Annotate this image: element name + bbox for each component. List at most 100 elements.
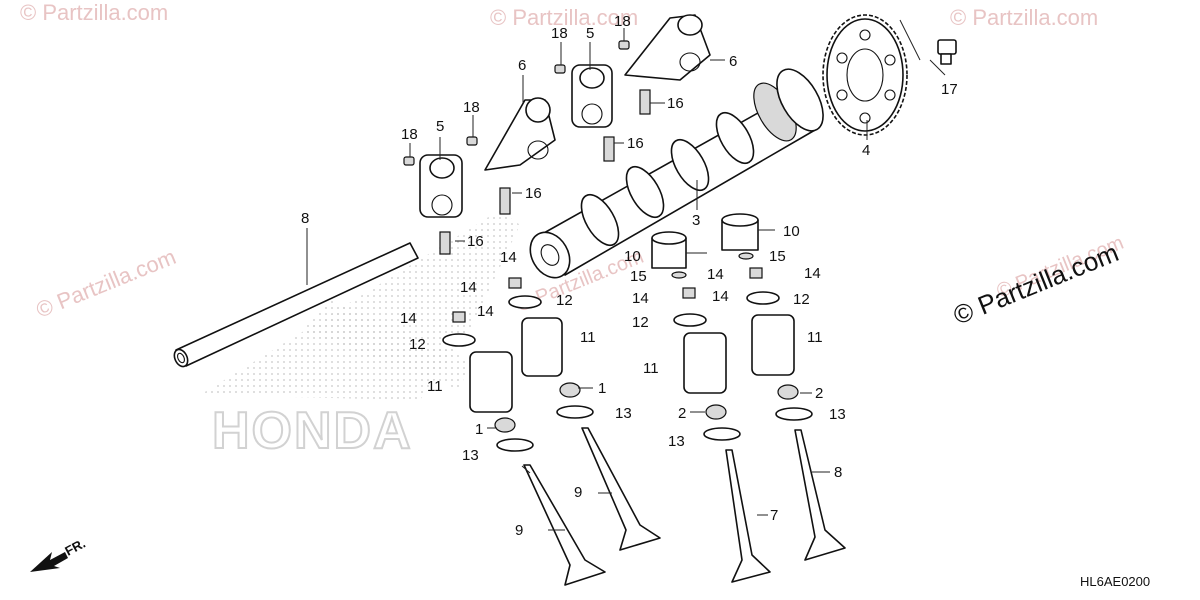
valve-stack-2 xyxy=(508,277,661,551)
camshaft-end-bore xyxy=(540,244,560,266)
cotter-part-14 xyxy=(749,267,763,279)
callout-11: 11 xyxy=(427,378,443,395)
rocker-arm-part-5-right xyxy=(571,64,613,128)
stem-seal-part-2 xyxy=(777,384,799,400)
front-direction-indicator: FR. xyxy=(30,536,88,572)
valve-spring-part-11 xyxy=(751,314,795,376)
callout-13: 13 xyxy=(668,433,685,450)
watermark-text: © Partzilla.com xyxy=(490,5,638,30)
cotter-part-14 xyxy=(508,277,522,289)
tappet-part-10-left xyxy=(651,231,687,269)
spring-seat-part-13 xyxy=(775,407,813,421)
cam-lobe xyxy=(670,138,710,192)
callout-12: 12 xyxy=(793,291,810,308)
callout-1: 1 xyxy=(598,380,606,397)
shim-part-15 xyxy=(738,252,754,260)
callout-2: 2 xyxy=(678,405,686,422)
front-arrow-icon xyxy=(30,552,68,572)
bolt-head xyxy=(937,39,957,55)
callout-14: 14 xyxy=(500,249,517,266)
watermark-text: © Partzilla.com xyxy=(20,0,168,25)
valve-spring-part-11 xyxy=(521,317,563,377)
rocker-arm-part-5-left xyxy=(419,154,463,218)
sprocket-hole xyxy=(859,29,871,41)
camshaft-end-journal xyxy=(529,231,571,279)
callout-15: 15 xyxy=(630,268,647,285)
callout-5: 5 xyxy=(586,25,594,42)
pin-part xyxy=(554,64,566,74)
bolt-shank xyxy=(940,53,952,65)
valve-part-9 xyxy=(523,464,606,586)
tappet-part-10-right xyxy=(721,213,759,251)
callout-18: 18 xyxy=(551,25,568,42)
stem-seal-part-2 xyxy=(705,404,727,420)
ghost-logo-text: HONDA xyxy=(212,402,413,460)
sprocket-hole xyxy=(859,112,871,124)
sprocket-hole xyxy=(836,89,848,101)
diagram-code: HL6AE0200 xyxy=(1080,574,1150,589)
retainer-part-12 xyxy=(508,295,542,309)
callout-16: 16 xyxy=(467,233,484,250)
stem-seal-part-1 xyxy=(559,382,581,398)
retainer-part-12 xyxy=(746,291,780,305)
retainer-part-12 xyxy=(442,333,476,347)
callout-12: 12 xyxy=(556,292,573,309)
callout-14: 14 xyxy=(460,279,477,296)
stem-seal-part-1 xyxy=(494,417,516,433)
callout-9: 9 xyxy=(574,484,582,501)
valve-stack-1 xyxy=(442,311,606,586)
callout-15: 15 xyxy=(769,248,786,265)
leader-lines xyxy=(306,19,946,531)
rocker-bore xyxy=(679,52,701,72)
cam-lobe xyxy=(625,165,665,219)
bolt-part-17 xyxy=(937,39,957,65)
cam-lobe xyxy=(715,111,755,165)
sprocket-hole xyxy=(836,52,848,64)
callout-11: 11 xyxy=(807,329,823,346)
spring-seat-part-13 xyxy=(703,427,741,441)
callout-6: 6 xyxy=(729,53,737,70)
watermark-text: © Partzilla.com xyxy=(33,244,180,323)
callout-18: 18 xyxy=(614,13,631,30)
spring-part xyxy=(639,89,651,115)
callout-9: 9 xyxy=(515,522,523,539)
callout-2: 2 xyxy=(815,385,823,402)
rocker-arm-part-6-left xyxy=(484,97,556,171)
pin-part xyxy=(618,40,630,50)
rocker-roller xyxy=(525,97,551,123)
callout-14: 14 xyxy=(477,303,494,320)
sprocket-hole xyxy=(884,54,896,66)
callout-14: 14 xyxy=(400,310,417,327)
rocker-shaft-part-7 xyxy=(173,242,419,368)
rocker-roller xyxy=(579,67,605,89)
callout-16: 16 xyxy=(667,95,684,112)
spring-seat-part-13 xyxy=(496,438,534,452)
camshaft-part-3 xyxy=(529,68,824,279)
callout-13: 13 xyxy=(829,406,846,423)
valve-stack-3 xyxy=(673,287,771,583)
shaft-end xyxy=(173,348,189,368)
valve-part-9 xyxy=(581,427,661,551)
valve-spring-part-11 xyxy=(469,351,513,413)
cotter-part-14 xyxy=(452,311,466,323)
rocker-roller xyxy=(429,157,455,179)
rocker-arm-part-6-right xyxy=(624,14,711,81)
partzilla-brand-mark: © Partzilla.com xyxy=(949,237,1123,330)
shaft-bore xyxy=(177,352,185,364)
callout-13: 13 xyxy=(615,405,632,422)
callout-labels: 8 5 5 6 6 4 3 17 18 18 18 18 16 16 16 16… xyxy=(301,13,958,539)
valve-stack-4 xyxy=(746,267,846,561)
rocker-roller xyxy=(677,14,703,36)
callout-16: 16 xyxy=(525,185,542,202)
callout-14: 14 xyxy=(804,265,821,282)
spring-seat-part-13 xyxy=(556,405,594,419)
valve-part-8 xyxy=(794,429,846,561)
callout-8: 7 xyxy=(770,507,778,524)
watermark-text: © Partzilla.com xyxy=(950,5,1098,30)
callout-8: 8 xyxy=(834,464,842,481)
cam-sprocket-part-4 xyxy=(822,14,908,136)
callout-16: 16 xyxy=(627,135,644,152)
callout-14: 14 xyxy=(707,266,724,283)
